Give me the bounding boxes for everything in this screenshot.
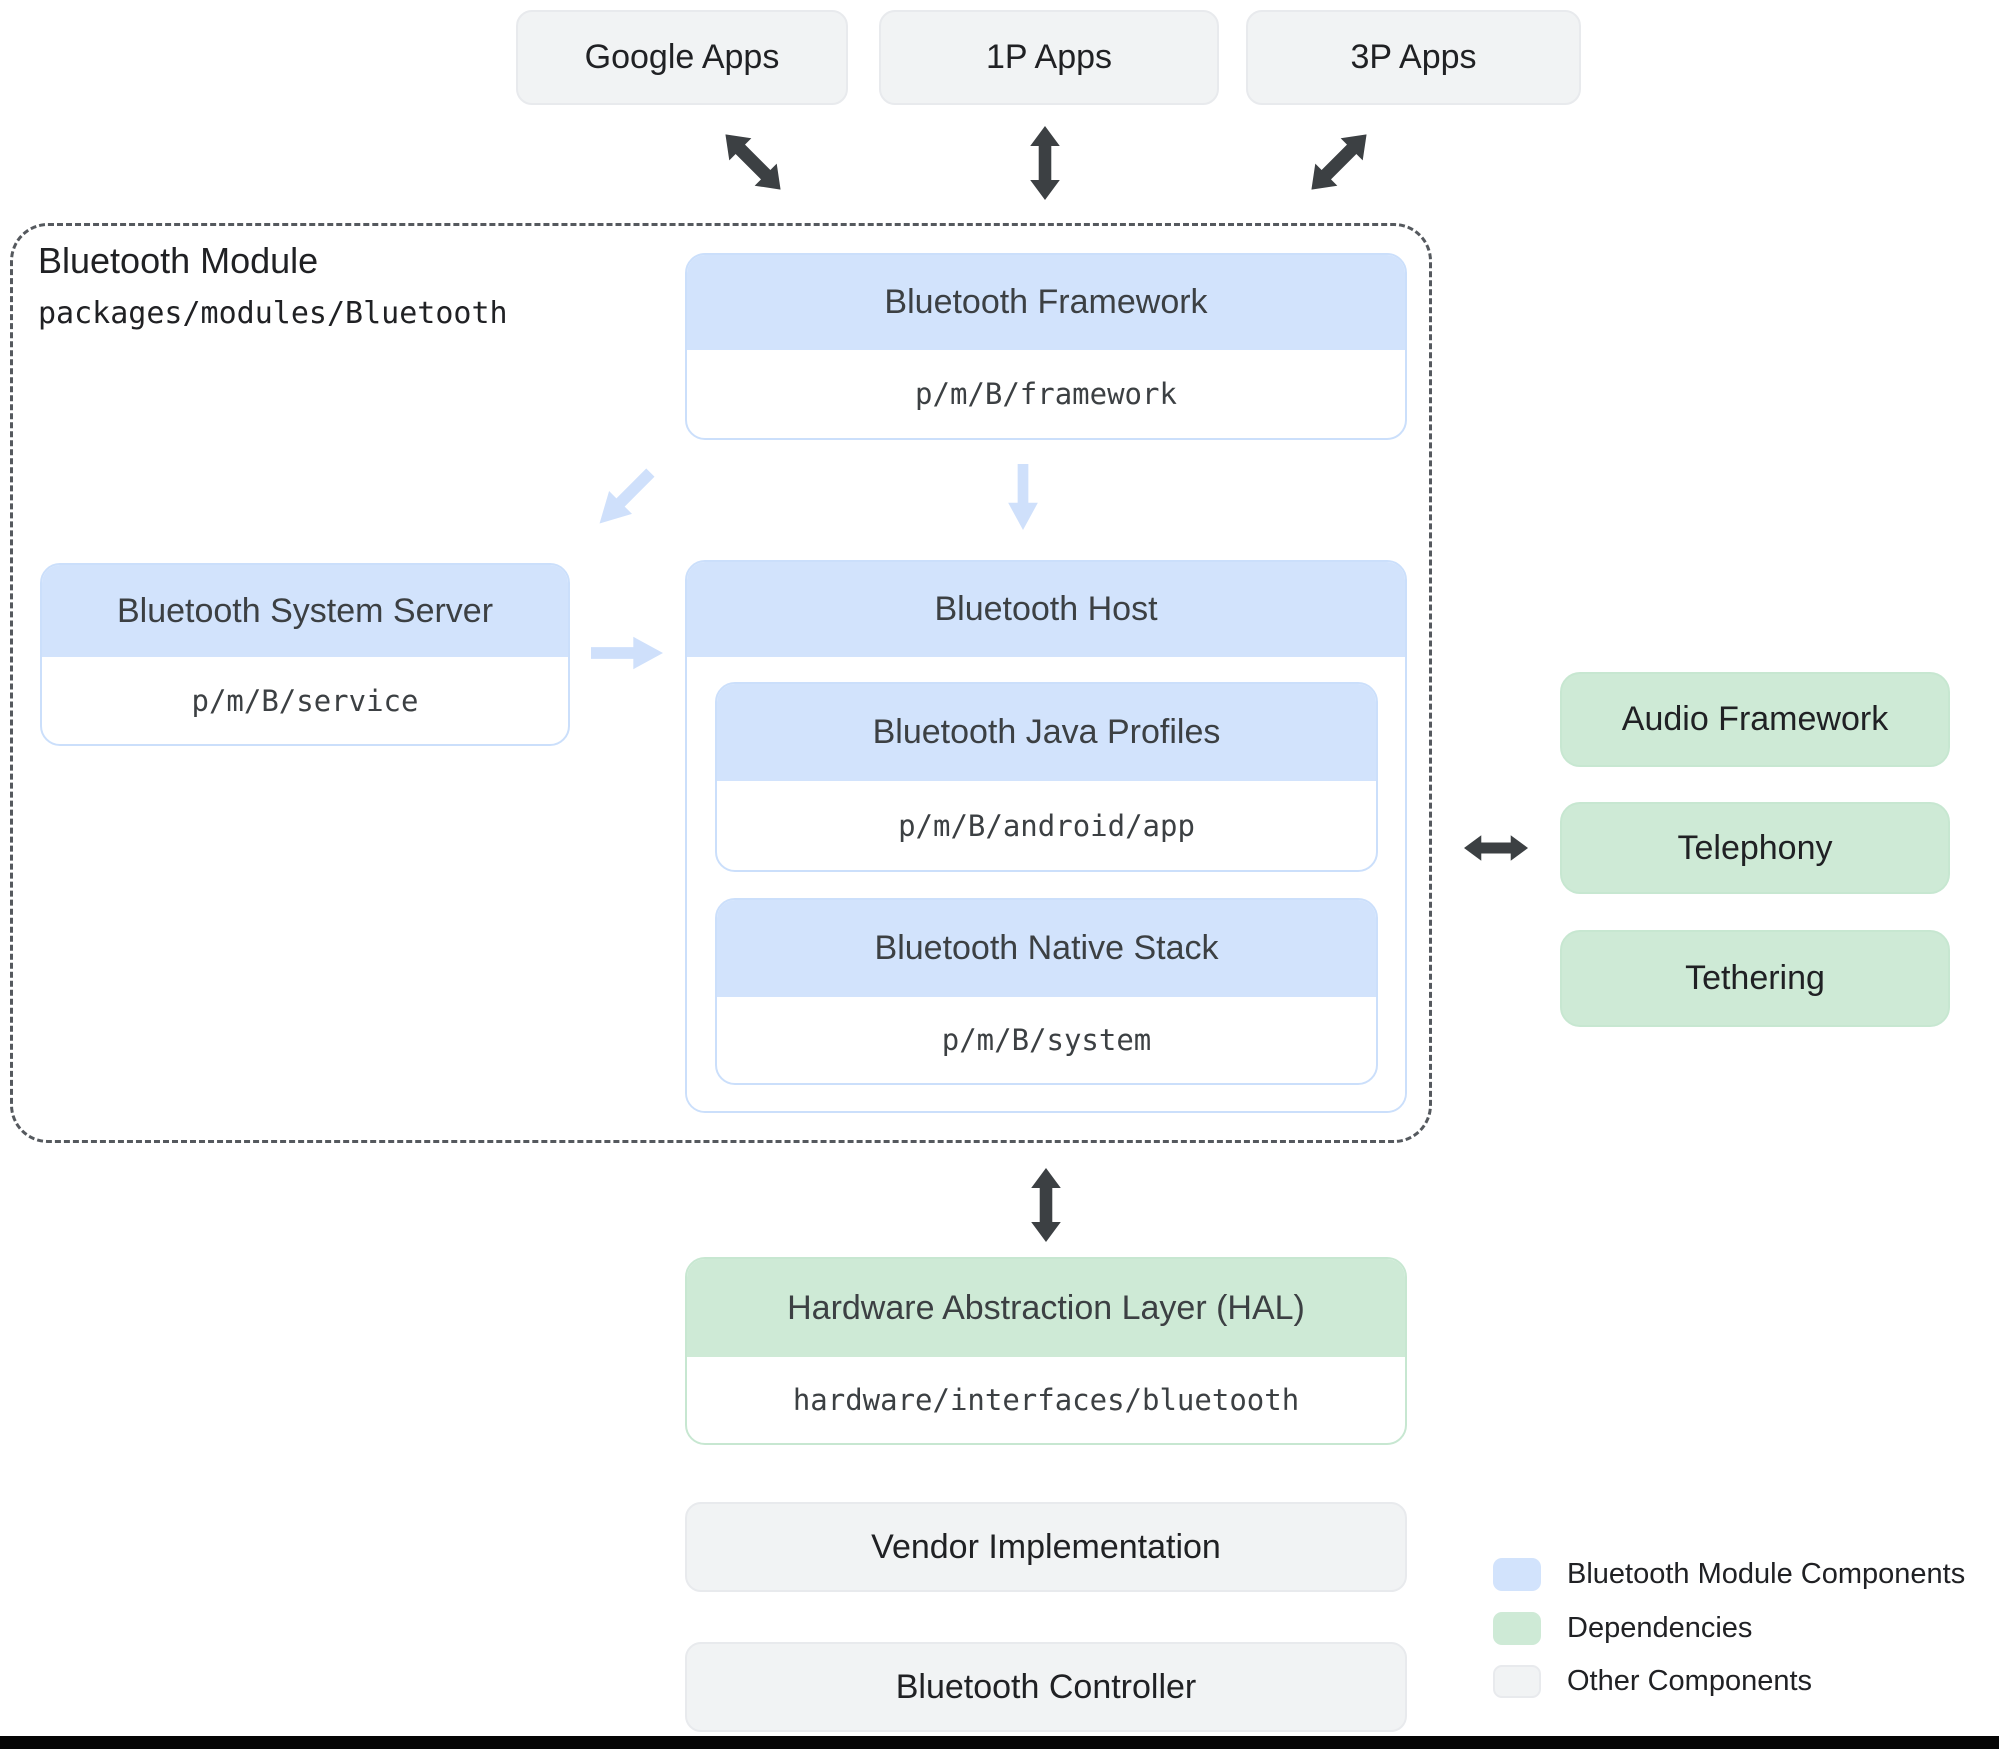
legend-row-dependencies: Dependencies (1493, 1612, 1752, 1645)
bluetooth-host-title: Bluetooth Host (687, 562, 1405, 657)
audio-framework-label: Audio Framework (1621, 700, 1889, 738)
legend-label-other-components: Other Components (1567, 1665, 1813, 1697)
bluetooth-native-stack-path: p/m/B/system (941, 1023, 1152, 1057)
module-to-hal-bidirectional-arrow-icon (1029, 1168, 1063, 1242)
bluetooth-system-server-path: p/m/B/service (191, 683, 419, 718)
1p-apps-label: 1P Apps (985, 38, 1113, 76)
bluetooth-native-stack-box: Bluetooth Native Stack p/m/B/system (715, 898, 1378, 1085)
bluetooth-java-profiles-box: Bluetooth Java Profiles p/m/B/android/ap… (715, 682, 1378, 872)
legend-swatch-gray (1493, 1665, 1541, 1698)
bluetooth-framework-title: Bluetooth Framework (687, 255, 1405, 350)
legend-row-module-components: Bluetooth Module Components (1493, 1558, 1965, 1591)
legend-label-dependencies: Dependencies (1567, 1612, 1753, 1644)
tethering-box: Tethering (1560, 930, 1950, 1027)
3p-apps-bidirectional-arrow-icon (1299, 122, 1380, 203)
audio-framework-box: Audio Framework (1560, 672, 1950, 767)
telephony-label: Telephony (1677, 828, 1833, 867)
bottom-screen-edge-bar (0, 1736, 1999, 1749)
bluetooth-controller-box: Bluetooth Controller (685, 1642, 1407, 1732)
3p-apps-box: 3P Apps (1246, 10, 1581, 105)
legend-swatch-blue (1493, 1558, 1541, 1591)
bluetooth-native-stack-title: Bluetooth Native Stack (717, 900, 1376, 997)
hal-title: Hardware Abstraction Layer (HAL) (687, 1259, 1405, 1357)
framework-to-system-server-arrow-icon (587, 460, 663, 536)
bluetooth-controller-label: Bluetooth Controller (895, 1667, 1197, 1706)
hal-path: hardware/interfaces/bluetooth (792, 1383, 1300, 1417)
bluetooth-framework-path: p/m/B/framework (915, 377, 1177, 411)
telephony-box: Telephony (1560, 802, 1950, 894)
bluetooth-framework-box: Bluetooth Framework p/m/B/framework (685, 253, 1407, 440)
bluetooth-system-server-title: Bluetooth System Server (42, 565, 568, 657)
tethering-label: Tethering (1685, 959, 1825, 997)
1p-apps-bidirectional-arrow-icon (1028, 126, 1062, 200)
google-apps-bidirectional-arrow-icon (713, 122, 794, 203)
google-apps-label: Google Apps (584, 38, 780, 76)
vendor-implementation-box: Vendor Implementation (685, 1502, 1407, 1592)
legend-swatch-green (1493, 1612, 1541, 1645)
module-to-dependencies-arrow-icon (1464, 831, 1528, 865)
bluetooth-host-box: Bluetooth Host Bluetooth Java Profiles p… (685, 560, 1407, 1113)
bluetooth-host-body: Bluetooth Java Profiles p/m/B/android/ap… (687, 657, 1405, 1111)
bluetooth-module-title: Bluetooth Module (38, 240, 319, 281)
bluetooth-module-path: packages/modules/Bluetooth (38, 296, 508, 331)
vendor-implementation-label: Vendor Implementation (871, 1527, 1221, 1566)
3p-apps-label: 3P Apps (1350, 38, 1477, 76)
bluetooth-system-server-box: Bluetooth System Server p/m/B/service (40, 563, 570, 746)
legend-row-other-components: Other Components (1493, 1665, 1812, 1698)
google-apps-box: Google Apps (516, 10, 848, 105)
framework-to-host-arrow-icon (1005, 464, 1041, 530)
hal-box: Hardware Abstraction Layer (HAL) hardwar… (685, 1257, 1407, 1445)
1p-apps-box: 1P Apps (879, 10, 1219, 105)
bluetooth-java-profiles-path: p/m/B/android/app (898, 808, 1195, 843)
bluetooth-java-profiles-title: Bluetooth Java Profiles (717, 684, 1376, 781)
system-server-to-host-arrow-icon (591, 635, 663, 671)
legend-label-module-components: Bluetooth Module Components (1567, 1558, 1966, 1590)
